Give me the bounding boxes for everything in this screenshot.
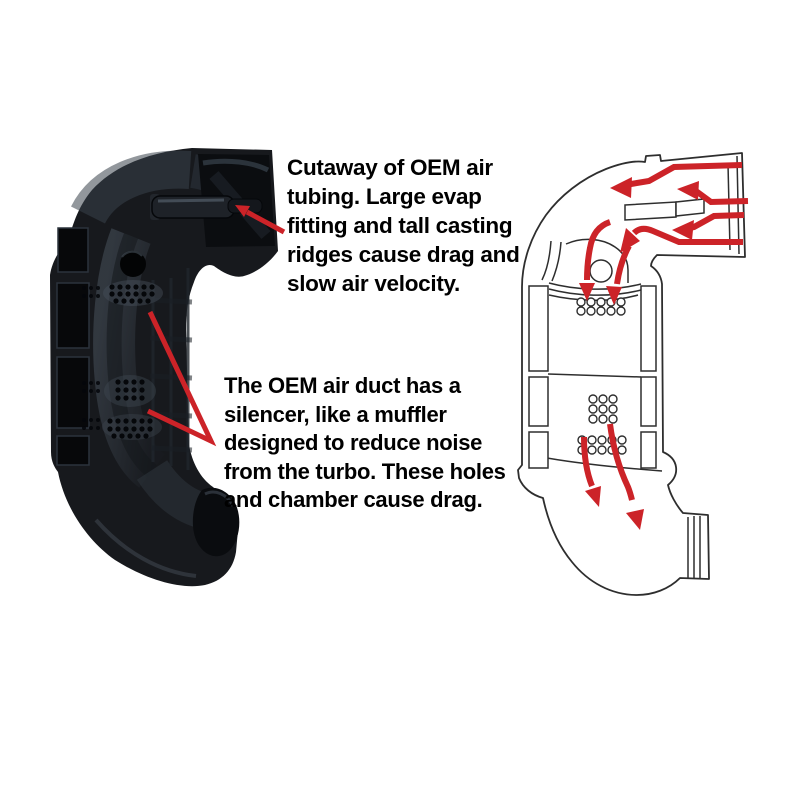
outlet-arrow-left — [581, 436, 595, 488]
fitting-highlight — [157, 198, 225, 203]
duct-hole-drawing — [589, 259, 613, 283]
outlet-collar — [192, 487, 240, 557]
collar-highlight — [204, 490, 235, 507]
airflow-line-drawing — [517, 152, 749, 596]
annotation-silencer-note: The OEM air duct has a silencer, like a … — [224, 372, 506, 515]
annotation-line: silencer, like a muffler — [224, 401, 447, 427]
inlet-arrow-1 — [630, 162, 743, 187]
oem-duct-cutaway-photo — [50, 148, 278, 587]
inlet-arrow-4 — [631, 225, 743, 245]
annotation-line: and chamber cause drag. — [224, 487, 483, 512]
annotation-line: ridges cause drag and — [287, 242, 520, 267]
rib-rectangles — [528, 285, 657, 469]
annotation-line: The OEM air duct has a — [224, 373, 461, 398]
shell-holes-photo — [82, 286, 100, 430]
annotation-line: slow air velocity. — [287, 271, 461, 296]
annotation-line: fitting and tall casting — [287, 213, 513, 238]
hole-rim — [121, 250, 143, 258]
annotation-pointers — [146, 205, 286, 447]
inlet-arrow-2 — [694, 188, 749, 206]
elbow-sheen — [71, 150, 192, 225]
down-arrow-right — [614, 244, 632, 285]
evap-pointer-arrowhead — [235, 205, 250, 217]
annotation-line: tubing. Large evap — [287, 184, 482, 209]
duct-hole — [120, 251, 146, 277]
silencer-pointer-lines — [146, 310, 217, 447]
evap-fitting-drawing — [624, 198, 705, 221]
evap-pointer-line — [245, 209, 286, 235]
inlet-highlight — [202, 158, 270, 173]
down-arrow-left — [584, 219, 612, 281]
gloss-line — [94, 518, 197, 578]
airflow-arrowheads — [579, 177, 699, 530]
duct-inner-lines — [541, 155, 740, 579]
outlet-arrow-right — [607, 423, 635, 501]
annotation-line: from the turbo. These holes — [224, 458, 506, 484]
annotation-line: designed to reduce noise — [224, 430, 483, 455]
silencer-holes-photo — [107, 284, 155, 439]
annotation-line: Cutaway of OEM air — [287, 155, 493, 180]
duct-outline — [517, 152, 746, 596]
annotation-evap-note: Cutaway of OEM air tubing. Large evap fi… — [287, 153, 520, 298]
hole-patch — [104, 375, 156, 407]
